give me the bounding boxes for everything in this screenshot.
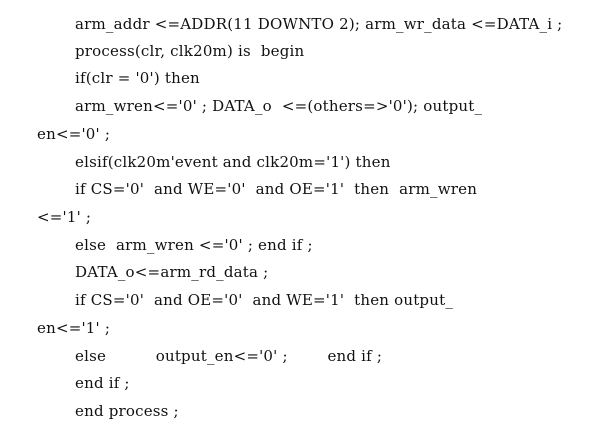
code-line-5: en<='0' ; xyxy=(37,125,111,143)
code-line-12: en<='1' ; xyxy=(37,319,111,337)
code-line-11: if CS='0' and OE='0' and WE='1' then out… xyxy=(75,291,454,309)
code-line-8: <='1' ; xyxy=(37,208,92,226)
code-line-15: end process ; xyxy=(75,402,179,420)
code-line-14: end if ; xyxy=(75,374,130,392)
code-line-1: arm_addr <=ADDR(11 DOWNTO 2); arm_wr_dat… xyxy=(75,15,563,33)
code-line-4: arm_wren<='0' ; DATA_o <=(others=>'0'); … xyxy=(75,97,483,115)
code-line-3: if(clr = '0') then xyxy=(75,69,200,87)
code-line-9: else arm_wren <='0' ; end if ; xyxy=(75,236,313,254)
code-line-13: else output_en<='0' ; end if ; xyxy=(75,347,383,365)
code-line-6: elsif(clk20m'event and clk20m='1') then xyxy=(75,153,391,171)
code-line-2: process(clr, clk20m) is begin xyxy=(75,42,305,60)
code-line-7: if CS='0' and WE='0' and OE='1' then arm… xyxy=(75,180,478,198)
code-line-10: DATA_o<=arm_rd_data ; xyxy=(75,263,269,281)
